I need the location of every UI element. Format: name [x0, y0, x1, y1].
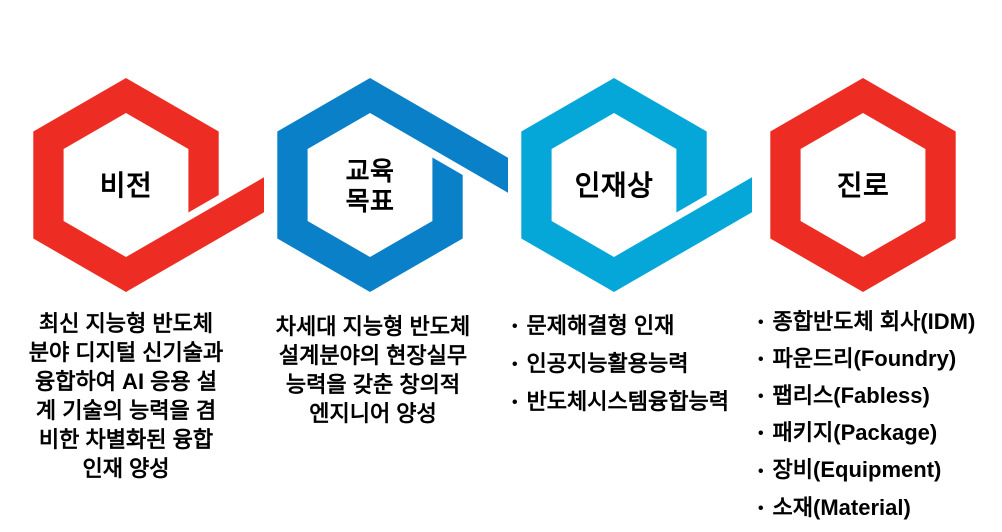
list-item-text: 종합반도체 회사(IDM) [772, 309, 976, 334]
bullet-icon: • [758, 314, 764, 332]
list-item: • 인공지능활용능력 [512, 350, 729, 379]
education-goal-description: 차세대 지능형 반도체 설계분야의 현장실무 능력을 갖춘 창의적 엔지니어 양… [275, 314, 471, 426]
education-goal-hexagon-label: 교육 목표 [345, 156, 395, 216]
career-path-list: • 종합반도체 회사(IDM) • 파운드리(Foundry) • 팹리스(Fable… [758, 309, 975, 532]
list-item-text: 반도체시스템융합능력 [526, 389, 729, 415]
list-item-text: 장비(Equipment) [772, 457, 942, 483]
talent-profile-list: • 문제해결형 인재 • 인공지능활용능력 • 반도체시스템융합능력 [512, 312, 729, 426]
list-item-text: 팹리스(Fabless) [772, 383, 930, 409]
bullet-icon: • [758, 499, 764, 517]
bullet-icon: • [512, 356, 518, 374]
list-item-text: 인공지능활용능력 [526, 351, 689, 377]
talent-profile-hexagon-label: 인재상 [574, 170, 654, 201]
list-item: • 팹리스(Fabless) [758, 383, 975, 410]
list-item-text: 문제해결형 인재 [526, 313, 675, 338]
list-item-text: 소재(Material) [772, 494, 911, 520]
bullet-icon: • [758, 425, 764, 443]
list-item: • 반도체시스템융합능력 [512, 388, 729, 417]
bullet-icon: • [512, 394, 518, 412]
career-path-hexagon-label: 진로 [836, 170, 890, 201]
list-item: • 패키지(Package) [758, 420, 975, 447]
bullet-icon: • [758, 388, 764, 406]
list-item-text: 패키지(Package) [772, 420, 938, 446]
vision-hexagon-label: 비전 [99, 170, 153, 201]
list-item: • 장비(Equipment) [758, 457, 975, 484]
list-item: • 파운드리(Foundry) [758, 346, 975, 373]
list-item: • 문제해결형 인재 [512, 312, 729, 341]
list-item: • 소재(Material) [758, 495, 975, 522]
bullet-icon: • [758, 351, 764, 369]
list-item: • 종합반도체 회사(IDM) [758, 309, 975, 336]
bullet-icon: • [512, 318, 518, 336]
list-item-text: 파운드리(Foundry) [772, 346, 957, 372]
bullet-icon: • [758, 462, 764, 480]
vision-description: 최신 지능형 반도체 분야 디지털 신기술과 융합하여 AI 응용 설 계 기술… [28, 311, 224, 481]
